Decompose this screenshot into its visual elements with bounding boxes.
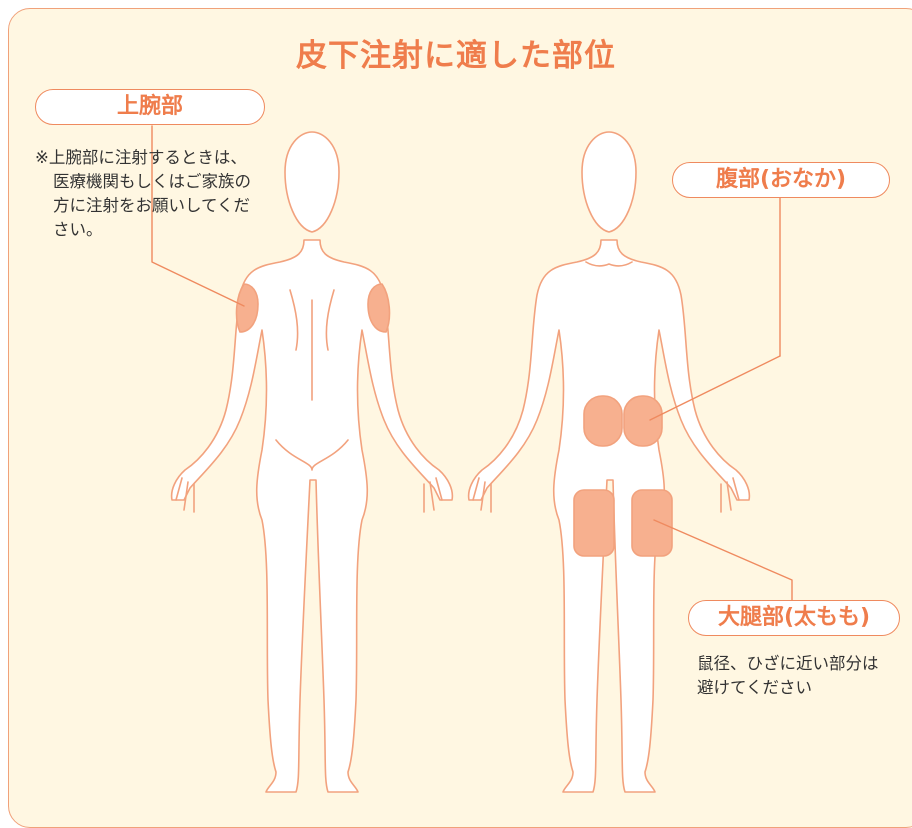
front-view-figure (467, 131, 751, 793)
page-title: 皮下注射に適した部位 (296, 38, 616, 74)
upper-arm-highlight-left (235, 283, 259, 333)
abdomen-leader-diagonal (649, 355, 781, 421)
upper-arm-note: ※上腕部に注射するときは、 医療機関もしくはご家族の 方に注射をお願いしてくだ … (35, 146, 285, 242)
thigh-note-line: 避けてください (697, 678, 813, 697)
back-figure-details (175, 289, 443, 513)
upper-arm-note-line: 方に注射をお願いしてくだ (53, 196, 251, 215)
diagram-panel (8, 8, 912, 828)
abdomen-highlight-left (583, 395, 623, 447)
abdomen-highlight-right (623, 395, 663, 447)
thigh-note-line: 鼠径、ひざに近い部分は (697, 654, 879, 673)
back-figure-body (170, 239, 454, 793)
back-view-figure (170, 131, 454, 793)
back-figure-head (284, 131, 340, 233)
upper-arm-highlight-right (367, 283, 391, 333)
front-figure-details (472, 261, 740, 513)
front-figure-body (467, 239, 751, 793)
thigh-highlight-left (573, 489, 615, 557)
thigh-note: 鼠径、ひざに近い部分は 避けてください (697, 652, 907, 700)
upper-arm-note-line: ※上腕部に注射するときは、 (35, 148, 247, 167)
front-figure-head (581, 131, 637, 233)
thigh-label: 大腿部(太もも) (688, 600, 900, 636)
thigh-leader (653, 519, 793, 601)
upper-arm-label: 上腕部 (35, 89, 265, 125)
thigh-highlight-right (631, 489, 673, 557)
upper-arm-note-line: さい。 (53, 220, 103, 239)
upper-arm-leader (151, 125, 245, 307)
abdomen-label: 腹部(おなか) (672, 162, 890, 198)
upper-arm-note-line: 医療機関もしくはご家族の (53, 172, 251, 191)
